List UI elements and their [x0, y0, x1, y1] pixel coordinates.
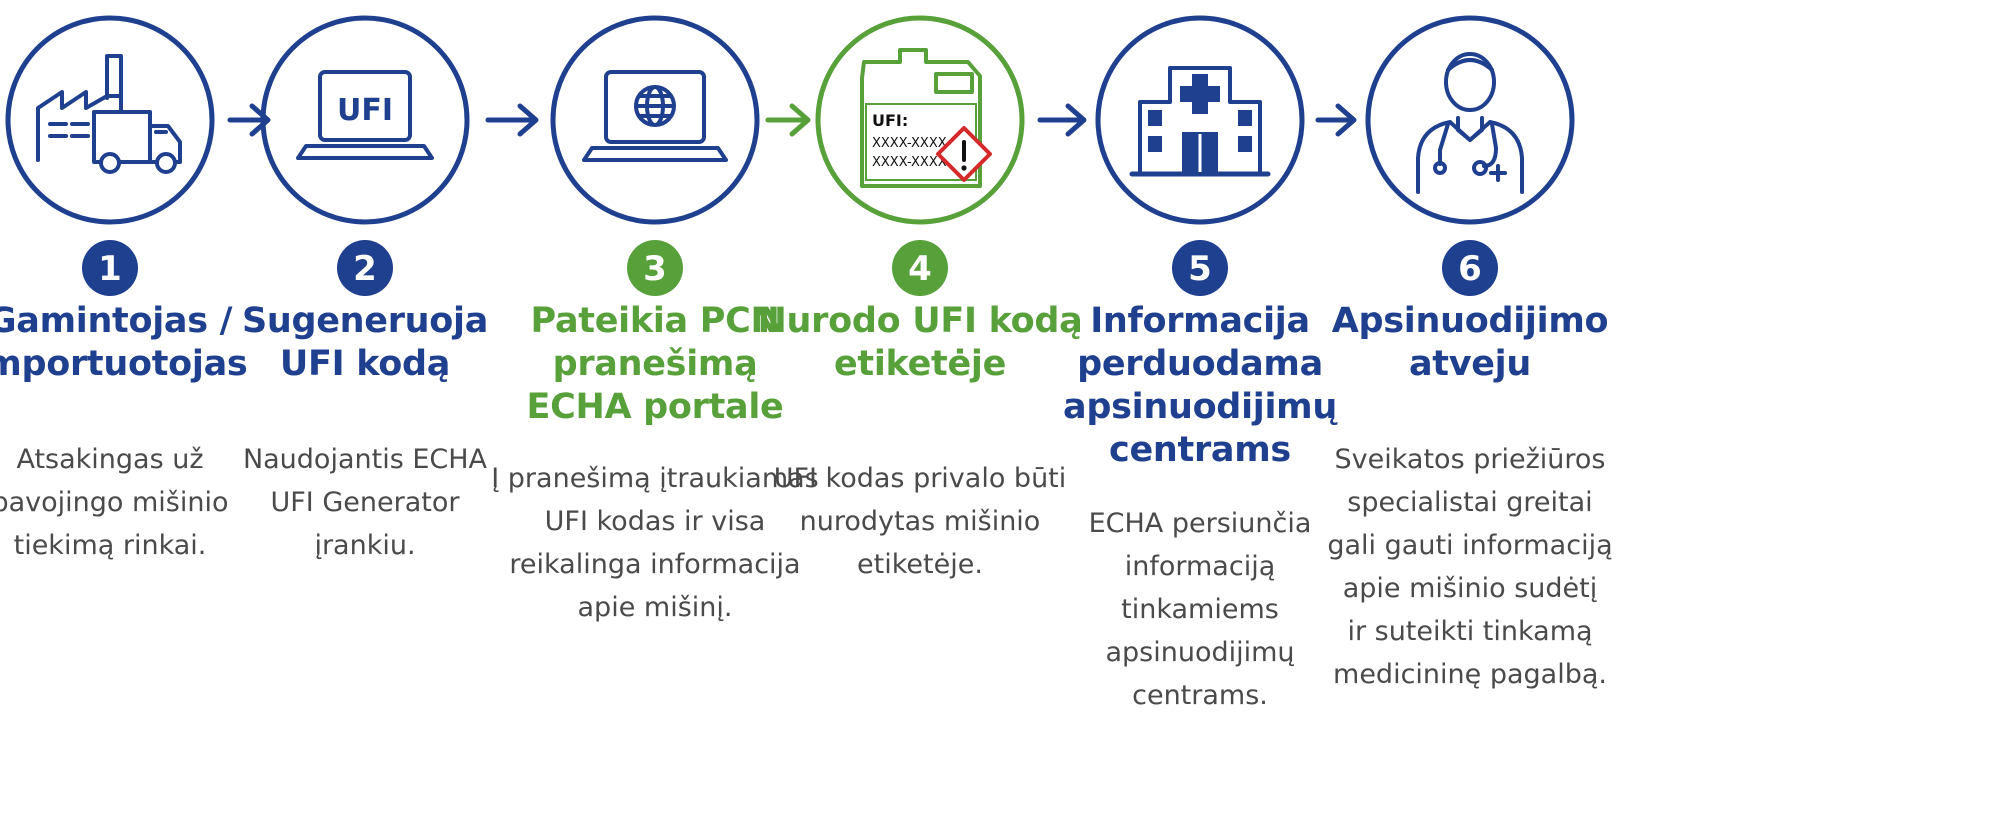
- step-3-desc-line: Į pranešimą įtraukiamas: [491, 463, 819, 494]
- arrow-3-4-icon: [765, 103, 811, 137]
- step-3-text: Pateikia PCN pranešimą ECHA portale Į pr…: [485, 300, 825, 629]
- step-2-title-line: UFI kodą: [279, 344, 451, 384]
- step-2-badge: 2: [337, 240, 393, 296]
- laptop-screen-text: UFI: [337, 93, 393, 128]
- hospital-icon: [1129, 66, 1271, 177]
- step-1-title-line: Gamintojas /: [0, 301, 233, 341]
- step-4-badge: 4: [892, 240, 948, 296]
- laptop-globe-icon: [582, 70, 728, 162]
- step-6-desc-line: apie mišinio sudėtį: [1342, 573, 1598, 604]
- step-6-desc-line: specialistai greitai: [1347, 487, 1593, 518]
- step-5-description: ECHA persiunčia informaciją tinkamiems a…: [1030, 502, 1370, 717]
- step-2-title-line: Sugeneruoja: [241, 301, 489, 341]
- step-6-title: Apsinuodijimo atveju: [1300, 300, 1640, 386]
- step-6-desc-line: gali gauti informaciją: [1327, 530, 1613, 561]
- step-5-desc-line: informaciją: [1124, 551, 1276, 582]
- step-1-desc-line: Atsakingas už: [16, 444, 204, 475]
- step-5-number: 5: [1188, 249, 1212, 289]
- step-3-description: Į pranešimą įtraukiamas UFI kodas ir vis…: [485, 457, 825, 629]
- arrow-1-2-icon: [227, 103, 271, 137]
- step-6-desc-line: Sveikatos priežiūros: [1334, 444, 1606, 475]
- arrow-5-6-icon: [1315, 103, 1357, 137]
- step-6-desc-line: ir suteikti tinkamą: [1347, 616, 1593, 647]
- step-2-desc-line: Naudojantis ECHA: [242, 444, 488, 475]
- step-3-title: Pateikia PCN pranešimą ECHA portale: [485, 300, 825, 429]
- step-6-badge: 6: [1442, 240, 1498, 296]
- step-5-title-line: apsinuodijimų: [1063, 387, 1337, 427]
- canister-label-line-1: UFI:: [872, 111, 908, 130]
- step-5-title-line: Informacija: [1090, 301, 1310, 341]
- step-6-text: Apsinuodijimo atveju Sveikatos priežiūro…: [1300, 300, 1640, 696]
- step-5-badge: 5: [1172, 240, 1228, 296]
- laptop-ufi-icon: UFI: [296, 70, 434, 160]
- step-3-badge: 3: [627, 240, 683, 296]
- step-5-desc-line: centrams.: [1132, 680, 1268, 711]
- step-2-title: Sugeneruoja UFI kodą: [195, 300, 535, 386]
- step-4-desc-line: nurodytas mišinio: [799, 506, 1041, 537]
- step-5-title-line: centrams: [1109, 430, 1291, 470]
- step-2-desc-line: UFI Generator: [270, 487, 460, 518]
- factory-truck-icon: [36, 54, 182, 174]
- step-1-badge: 1: [82, 240, 138, 296]
- step-5-text: Informacija perduodama apsinuodijimų cen…: [1030, 300, 1370, 717]
- step-2-text: Sugeneruoja UFI kodą Naudojantis ECHA UF…: [195, 300, 535, 567]
- step-5-title: Informacija perduodama apsinuodijimų cen…: [1030, 300, 1370, 472]
- step-1-desc-line: pavojingo mišinio: [0, 487, 229, 518]
- step-3-desc-line: reikalinga informacija: [509, 549, 801, 580]
- step-4-number: 4: [908, 249, 932, 289]
- labeled-canister-icon: UFI: XXXX-XXXX- XXXX-XXXX: [860, 48, 992, 188]
- canister-label-line-2: XXXX-XXXX-: [872, 136, 951, 151]
- step-5-desc-line: ECHA persiunčia: [1088, 508, 1312, 539]
- step-6-description: Sveikatos priežiūros specialistai greita…: [1300, 438, 1640, 696]
- step-3-title-line: pranešimą: [552, 344, 758, 384]
- hazard-diamond-icon: [936, 126, 992, 182]
- step-2-description: Naudojantis ECHA UFI Generator įrankiu.: [195, 438, 535, 567]
- step-1-number: 1: [98, 249, 122, 289]
- step-4-desc-line: UFI kodas privalo būti: [773, 463, 1067, 494]
- step-4-title: Nurodo UFI kodą etiketėje: [750, 300, 1090, 386]
- step-6-title-line: atveju: [1408, 344, 1532, 384]
- step-3-title-line: Pateikia PCN: [530, 301, 780, 341]
- step-6-title-line: Apsinuodijimo: [1331, 301, 1609, 341]
- step-6-circle: [1365, 15, 1575, 225]
- step-5-title-line: perduodama: [1077, 344, 1323, 384]
- step-1-description: Atsakingas už pavojingo mišinio tiekimą …: [0, 438, 280, 567]
- step-4-description: UFI kodas privalo būti nurodytas mišinio…: [750, 457, 1090, 586]
- step-5-desc-line: apsinuodijimų: [1105, 637, 1295, 668]
- arrow-4-5-icon: [1037, 103, 1087, 137]
- step-3-title-line: ECHA portale: [526, 387, 784, 427]
- canister-label-line-3: XXXX-XXXX: [872, 155, 947, 170]
- step-5-desc-line: tinkamiems: [1121, 594, 1279, 625]
- step-6-number: 6: [1458, 249, 1482, 289]
- step-4-title-line: Nurodo UFI kodą: [757, 301, 1083, 341]
- doctor-icon: [1416, 52, 1524, 194]
- step-3-desc-line: apie mišinį.: [577, 592, 733, 623]
- step-1-text: Gamintojas / Importuotojas Atsakingas už…: [0, 300, 280, 567]
- step-2-number: 2: [353, 249, 377, 289]
- step-3-number: 3: [643, 249, 667, 289]
- step-4-desc-line: etiketėje.: [857, 549, 983, 580]
- step-4-text: Nurodo UFI kodą etiketėje UFI kodas priv…: [750, 300, 1090, 586]
- step-3-desc-line: UFI kodas ir visa: [544, 506, 766, 537]
- step-6-desc-line: medicininę pagalbą.: [1333, 659, 1607, 690]
- step-1-title-line: Importuotojas: [0, 344, 248, 384]
- step-1-desc-line: tiekimą rinkai.: [13, 530, 207, 561]
- step-1-title: Gamintojas / Importuotojas: [0, 300, 280, 386]
- step-2-desc-line: įrankiu.: [314, 530, 416, 561]
- step-4-title-line: etiketėje: [833, 344, 1007, 384]
- arrow-2-3-icon: [485, 103, 539, 137]
